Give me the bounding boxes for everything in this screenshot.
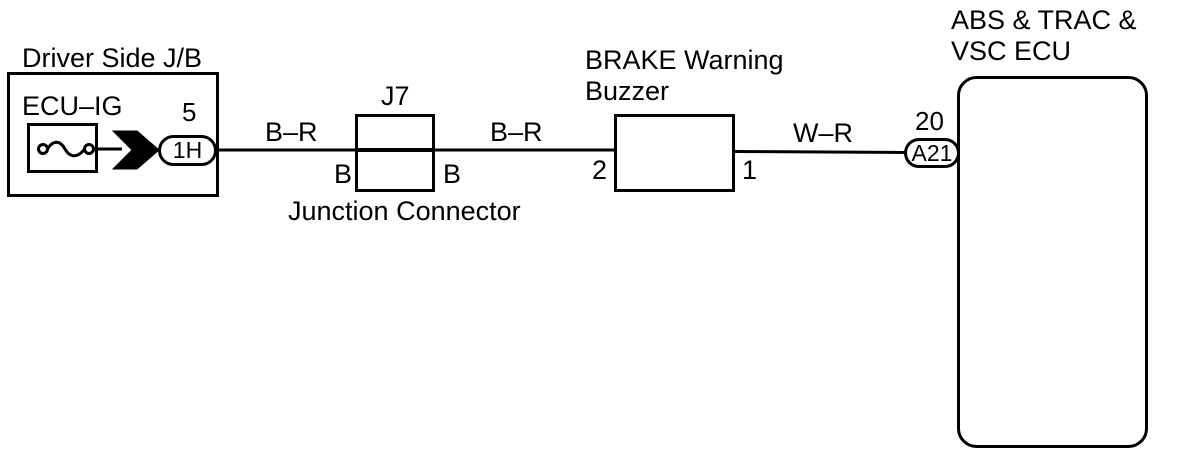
fuse-label: ECU–IG [22, 91, 123, 121]
jb-pin-number: 5 [182, 97, 197, 127]
driver-side-jb-title: Driver Side J/B [22, 43, 203, 73]
ecu-name-line-1: ABS & TRAC & [951, 5, 1137, 35]
ecu-name-line-2: VSC ECU [951, 36, 1072, 66]
wire-1-color-code: B–R [265, 117, 318, 147]
junction-connector-box [355, 114, 435, 192]
ecu-pin-number: 20 [915, 106, 944, 136]
connector-a21-label: A21 [911, 139, 953, 166]
junction-right-terminal: B [443, 159, 462, 189]
wire-3-color-code: W–R [793, 118, 853, 148]
driver-side-jb-box [7, 72, 219, 197]
buzzer-name-line-1: BRAKE Warning [585, 45, 784, 75]
diagram-strokes [7, 72, 1148, 448]
junction-connector-name: Junction Connector [288, 196, 521, 226]
fuse-icon [46, 140, 86, 158]
buzzer-input-pin: 2 [592, 155, 608, 185]
fuse-left-terminal [37, 143, 49, 155]
wire-2-color-code: B–R [490, 117, 543, 147]
brake-warning-buzzer-box [614, 114, 735, 192]
buzzer-name-line-2: Buzzer [585, 76, 670, 106]
buzzer-output-pin: 1 [742, 155, 758, 185]
male-connector-chevron-icon [111, 130, 160, 170]
connector-1h-label: 1H [172, 137, 203, 163]
wire-w-r [733, 150, 906, 154]
junction-left-terminal: B [334, 159, 353, 189]
fuse-right-terminal [83, 143, 95, 155]
abs-trac-vsc-ecu-box [957, 76, 1148, 448]
junction-connector-code: J7 [381, 81, 410, 111]
